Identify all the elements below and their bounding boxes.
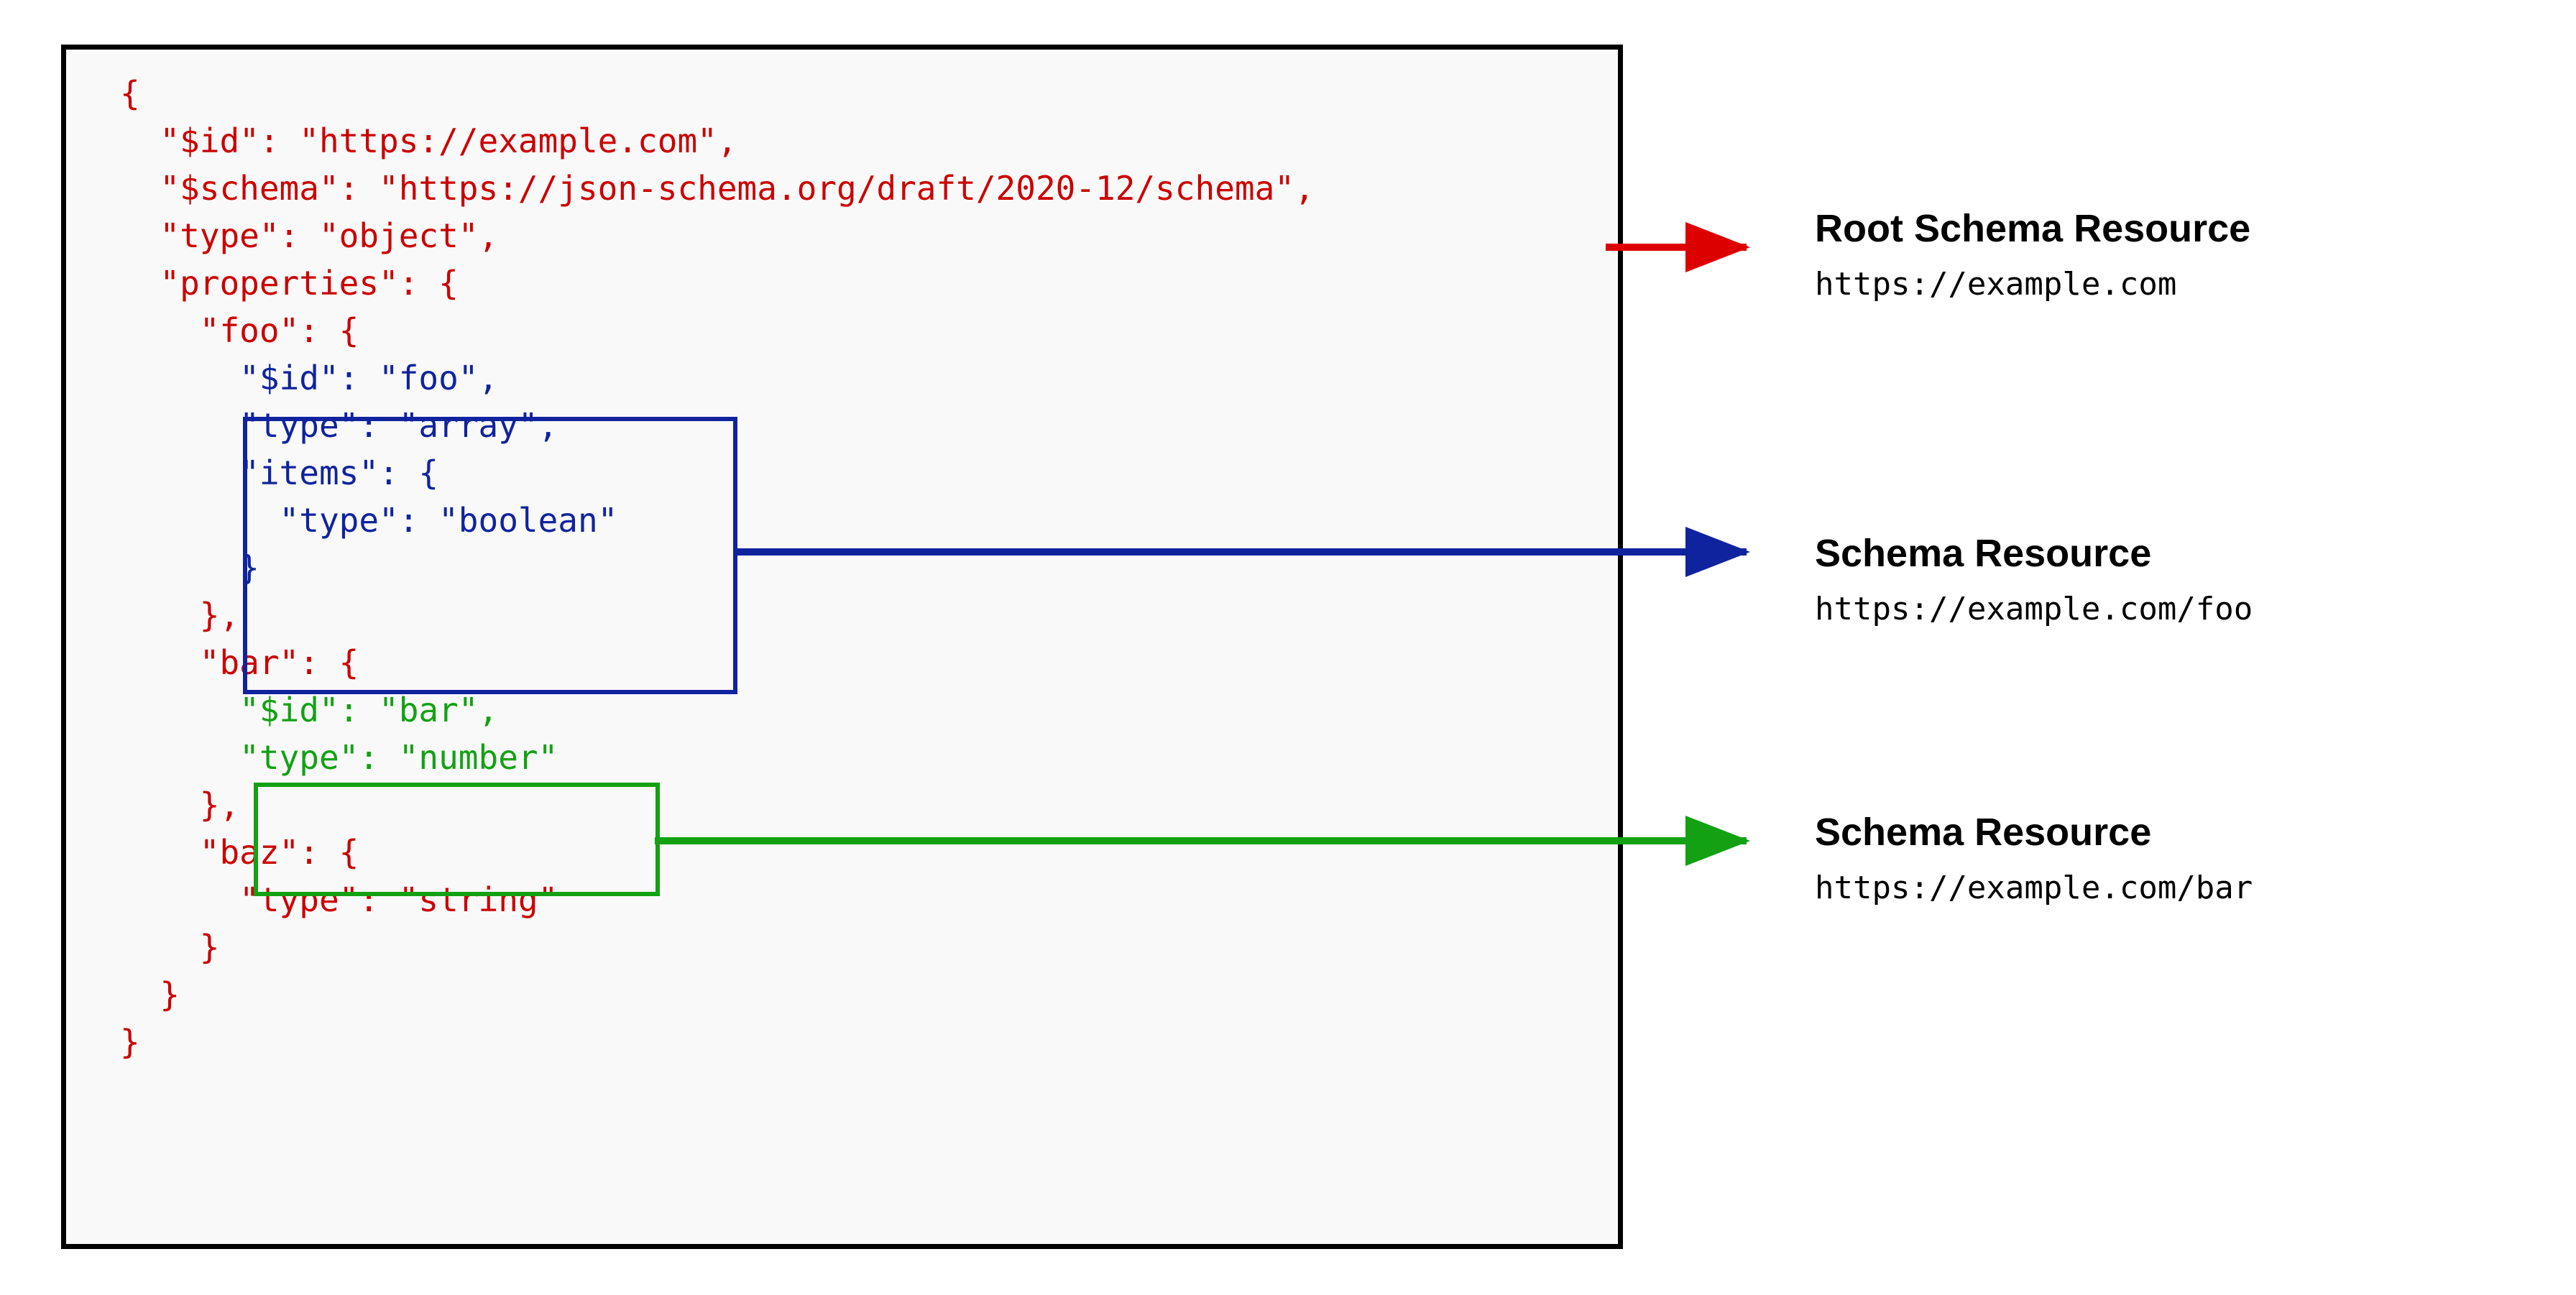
callout-bar-uri: https://example.com/bar: [1815, 870, 2253, 906]
code-line: "type": "number": [120, 738, 558, 777]
callout-bar-title: Schema Resource: [1815, 811, 2152, 854]
code-line: "properties": {: [120, 264, 459, 303]
code-line: "type": "array",: [120, 406, 558, 445]
code-line: }: [120, 928, 220, 967]
code-line: "$id": "bar",: [120, 691, 499, 729]
json-code-block: { "$id": "https://example.com", "$schema…: [66, 50, 1618, 1244]
code-line: "type": "string": [120, 880, 558, 919]
bar-subschema-highlight-box: [254, 783, 660, 896]
code-line: "items": {: [120, 453, 439, 492]
code-line: {: [120, 74, 140, 113]
callout-foo-uri: https://example.com/foo: [1815, 591, 2253, 627]
foo-subschema-highlight-box: [243, 417, 737, 694]
code-line: "$id": "https://example.com",: [120, 121, 737, 160]
code-line: "$schema": "https://json-schema.org/draf…: [120, 169, 1315, 208]
code-line: }: [120, 548, 259, 587]
code-line: }: [120, 975, 180, 1014]
code-line: "bar": {: [120, 643, 359, 682]
callout-root-schema-resource: Root Schema Resource https://example.com: [1815, 207, 2250, 303]
code-line: "$id": "foo",: [120, 359, 499, 397]
code-line: "type": "object",: [120, 216, 499, 255]
code-line: }: [120, 1023, 140, 1061]
code-line: },: [120, 596, 240, 635]
callout-root-title: Root Schema Resource: [1815, 207, 2251, 250]
callout-bar-schema-resource: Schema Resource https://example.com/bar: [1815, 811, 2253, 907]
callout-foo-schema-resource: Schema Resource https://example.com/foo: [1815, 532, 2253, 628]
code-line: "foo": {: [120, 311, 359, 350]
code-line: },: [120, 785, 240, 824]
callout-root-uri: https://example.com: [1815, 266, 2177, 303]
code-line: "baz": {: [120, 833, 359, 872]
code-line: "type": "boolean": [120, 501, 618, 540]
callout-foo-title: Schema Resource: [1815, 532, 2152, 575]
json-code-panel: { "$id": "https://example.com", "$schema…: [61, 45, 1623, 1249]
